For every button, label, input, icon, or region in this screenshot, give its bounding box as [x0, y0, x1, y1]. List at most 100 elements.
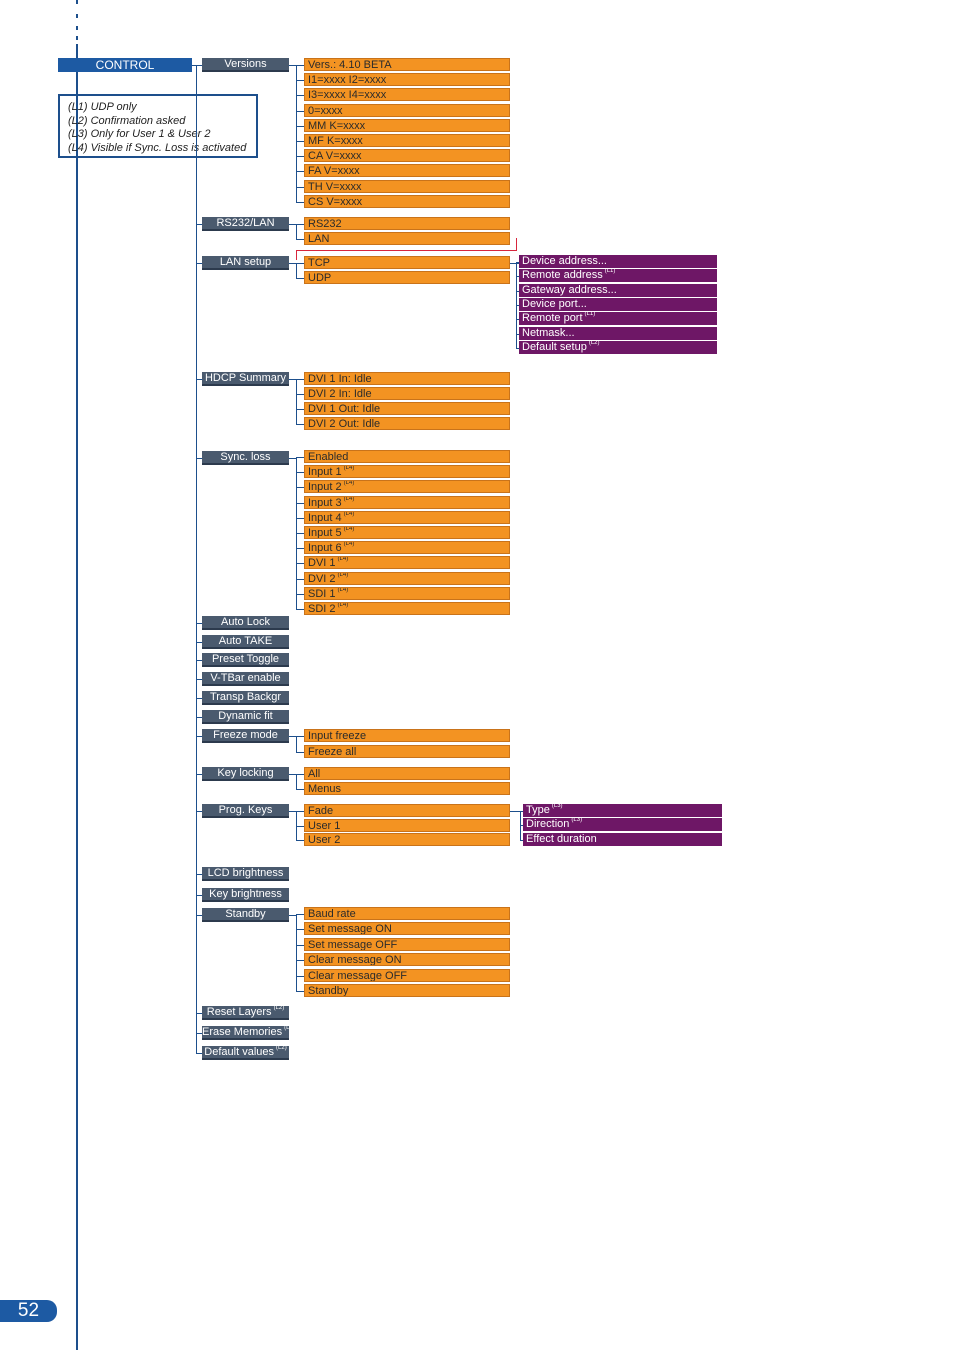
submenu-item: Baud rate	[304, 907, 510, 920]
tree-connector	[196, 811, 202, 812]
tree-connector	[296, 594, 304, 595]
menu-item-default-values: Default values(L2)	[202, 1046, 289, 1060]
menu-item-key-locking: Key locking	[202, 767, 289, 781]
tree-connector	[296, 774, 304, 775]
tree-connector	[296, 379, 304, 380]
tree-connector	[296, 736, 297, 752]
submenu-item: TCP	[304, 256, 510, 269]
submenu-item: Standby	[304, 984, 510, 997]
sub-submenu-item: Type(L3)	[523, 804, 722, 817]
tree-connector	[520, 825, 523, 826]
tree-connector	[196, 874, 202, 875]
tree-connector	[296, 960, 304, 961]
sub-submenu-item: Remote port(L1)	[519, 312, 717, 325]
tree-connector	[296, 111, 304, 112]
tree-connector	[296, 424, 304, 425]
tree-connector	[196, 458, 202, 459]
menu-item-erase-memories: Erase Memories(L2)	[202, 1026, 289, 1040]
sub-submenu-item: Direction(L3)	[523, 818, 722, 831]
tree-connector	[296, 457, 304, 458]
tree-connector	[196, 224, 202, 225]
tree-connector	[296, 156, 304, 157]
submenu-item: All	[304, 767, 510, 780]
tree-connector	[296, 609, 304, 610]
menu-item-sync-loss: Sync. loss	[202, 451, 289, 465]
submenu-item: I1=xxxx I2=xxxx	[304, 73, 510, 86]
tree-connector	[296, 736, 304, 737]
tree-connector	[296, 65, 297, 202]
tree-connector	[296, 171, 304, 172]
menu-item-freeze-mode: Freeze mode	[202, 729, 289, 743]
submenu-item: CA V=xxxx	[304, 149, 510, 162]
tree-connector	[520, 840, 523, 841]
menu-item-transp-backgr: Transp Backgr	[202, 691, 289, 705]
tree-connector	[196, 895, 202, 896]
tree-connector	[296, 811, 297, 840]
margin-dot	[76, 0, 78, 4]
submenu-item: Vers.: 4.10 BETA	[304, 58, 510, 71]
tree-connector	[296, 126, 304, 127]
tree-connector	[296, 224, 297, 239]
menu-item-lcd-brightness: LCD brightness	[202, 867, 289, 881]
tree-connector	[296, 394, 304, 395]
tree-connector	[510, 263, 519, 264]
submenu-item: Clear message ON	[304, 953, 510, 966]
tree-connector	[520, 811, 523, 812]
level-note: (L4)	[343, 541, 355, 547]
tree-connector	[296, 65, 304, 66]
legend-line: (L3) Only for User 1 & User 2	[68, 128, 211, 140]
margin-dot	[76, 26, 78, 30]
tree-connector	[296, 548, 304, 549]
level-note: (L1)	[604, 269, 616, 274]
tree-connector	[196, 774, 202, 775]
tree-connector	[296, 379, 297, 424]
tree-connector	[516, 348, 519, 349]
level-note: (L4)	[343, 496, 355, 502]
legend-line: (L2) Confirmation asked	[68, 114, 186, 127]
submenu-item: MM K=xxxx	[304, 119, 510, 132]
control-root-box: CONTROL	[58, 58, 192, 72]
menu-item-versions: Versions	[202, 58, 289, 72]
tree-connector	[296, 789, 304, 790]
sub-submenu-item: Effect duration	[523, 833, 722, 846]
tree-connector	[516, 291, 519, 292]
submenu-item: Input 5(L4)	[304, 526, 510, 539]
sub-submenu-item: Gateway address...	[519, 284, 717, 297]
tree-connector	[289, 65, 297, 66]
tree-connector	[296, 263, 304, 264]
submenu-item: Set message OFF	[304, 938, 510, 951]
tree-connector	[196, 717, 202, 718]
menu-item-auto-take: Auto TAKE	[202, 635, 289, 649]
tree-connector	[296, 487, 304, 488]
tree-connector	[196, 1033, 202, 1034]
sub-submenu-item: Device port...	[519, 298, 717, 311]
submenu-item: MF K=xxxx	[304, 134, 510, 147]
tree-connector	[296, 945, 304, 946]
tree-connector	[296, 811, 304, 812]
tree-connector	[196, 623, 202, 624]
submenu-item: DVI 2(L4)	[304, 572, 510, 585]
level-note: (L4)	[343, 480, 355, 486]
tree-connector	[516, 276, 519, 277]
tree-connector	[289, 774, 297, 775]
tree-connector	[296, 278, 304, 279]
submenu-item: Enabled	[304, 450, 510, 463]
level-note: (L2)	[588, 341, 600, 346]
tree-connector	[516, 319, 519, 320]
submenu-item: Input 3(L4)	[304, 496, 510, 509]
sub-submenu-item: Device address...	[519, 255, 717, 268]
level-note: (L4)	[337, 587, 349, 593]
menu-item-dynamic-fit: Dynamic fit	[202, 710, 289, 724]
submenu-item: DVI 1(L4)	[304, 556, 510, 569]
tree-trunk	[196, 65, 197, 1053]
tree-connector	[296, 518, 304, 519]
page-number: 52	[0, 1300, 57, 1322]
margin-dot	[76, 36, 78, 40]
tree-connector	[296, 914, 304, 915]
tree-connector	[289, 458, 297, 459]
tree-connector	[196, 1053, 202, 1054]
tree-connector	[296, 80, 304, 81]
submenu-item: LAN	[304, 232, 510, 245]
tree-connector	[296, 472, 304, 473]
menu-item-reset-layers: Reset Layers(L2)	[202, 1006, 289, 1020]
